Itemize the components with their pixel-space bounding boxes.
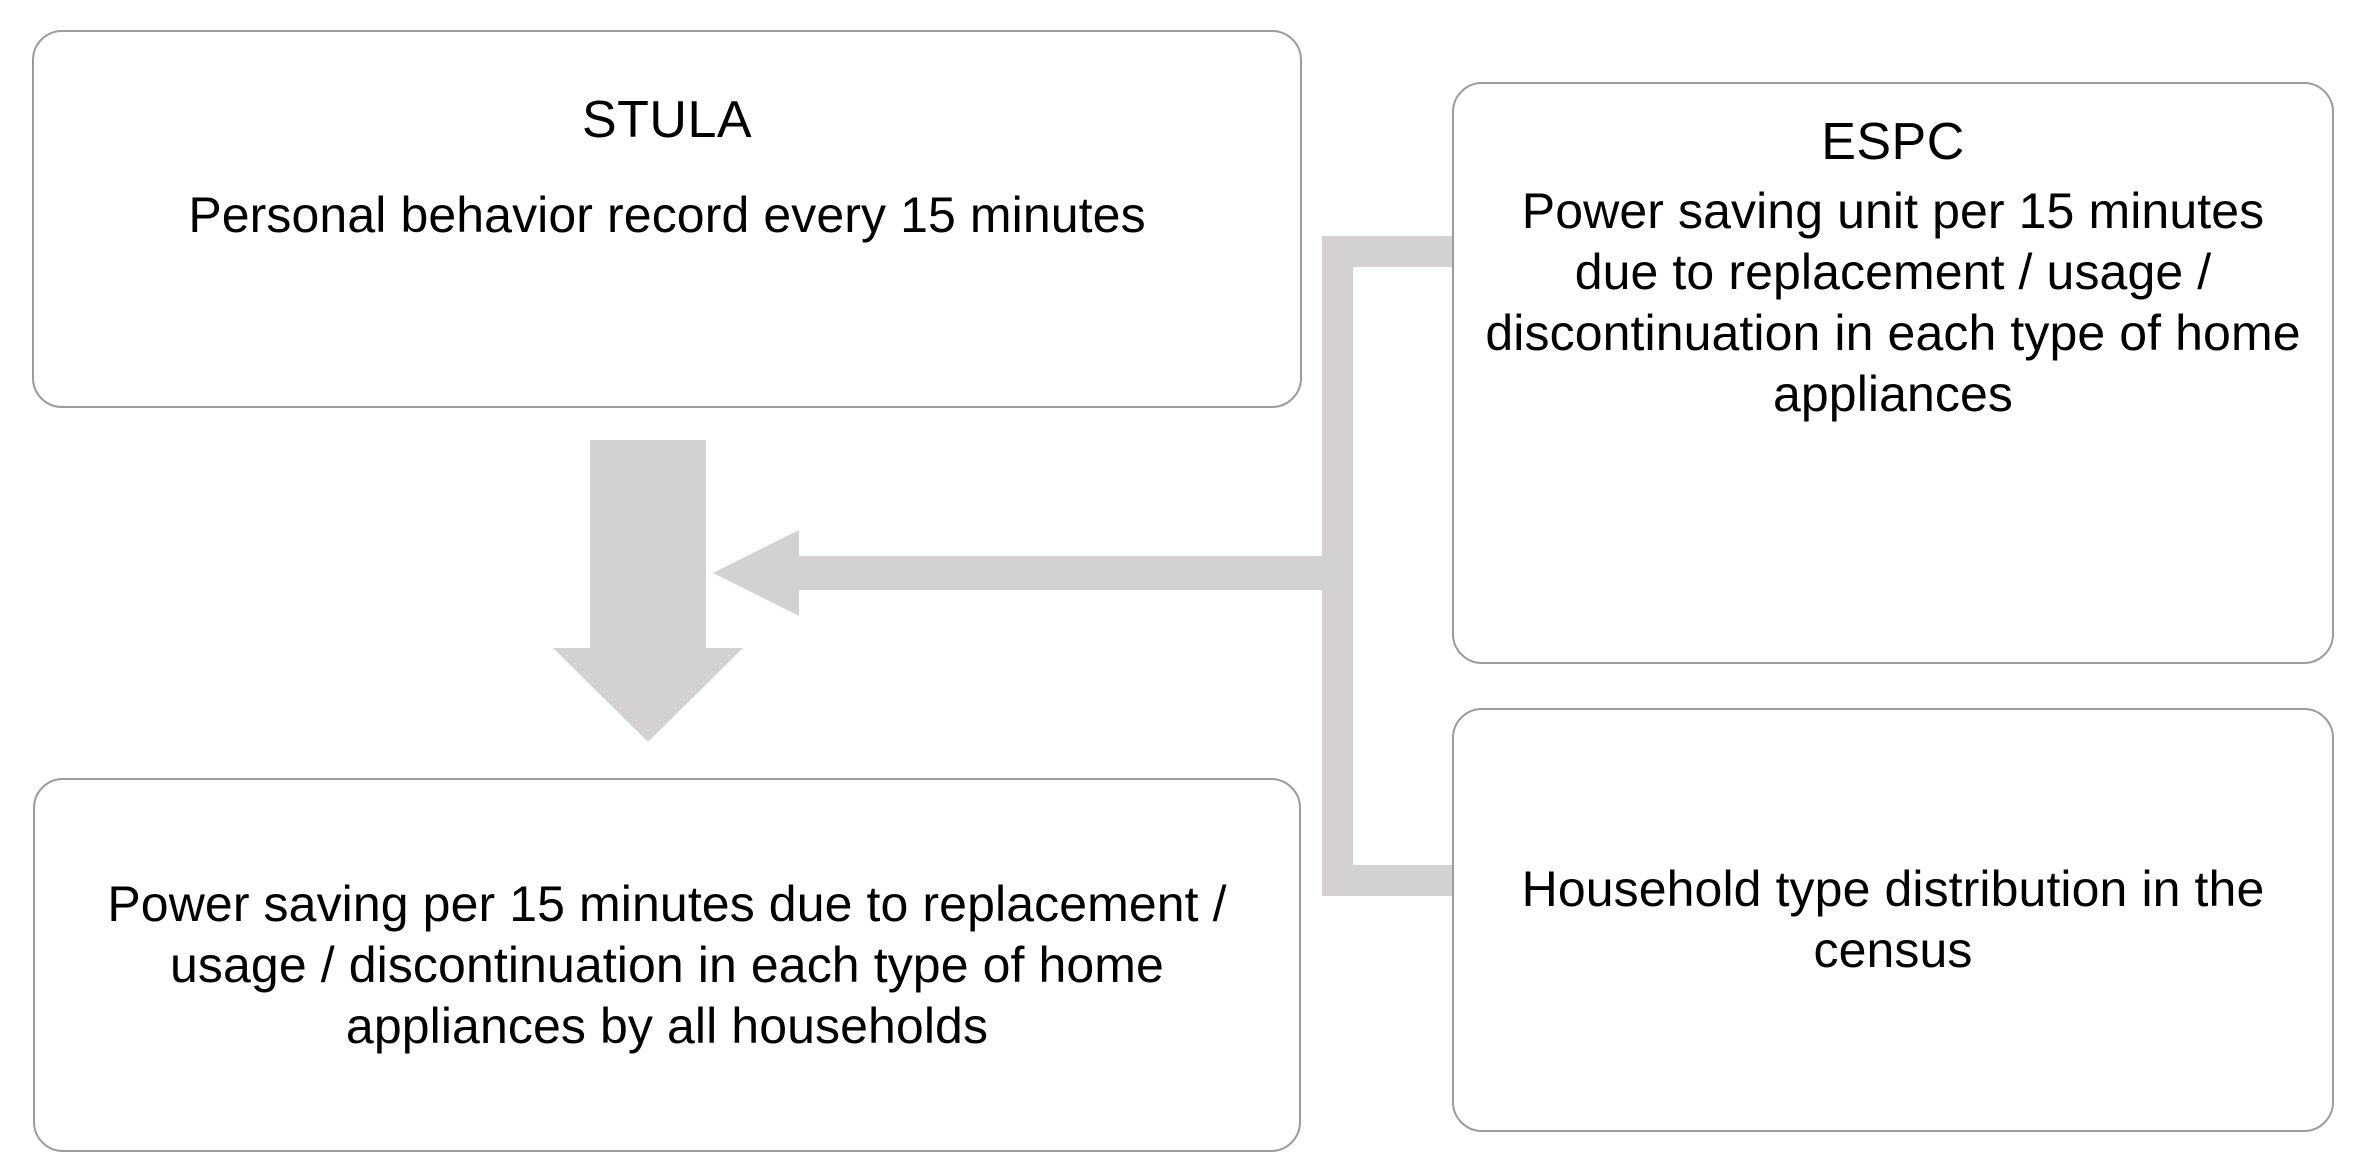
node-stula-title: STULA (581, 91, 753, 149)
node-output-body: Power saving per 15 minutes due to repla… (107, 875, 1227, 1054)
node-espc-title: ESPC (1821, 113, 1965, 171)
down-arrow-icon (553, 440, 743, 742)
connector-branch-to-household (1322, 865, 1472, 896)
connector-merge-arrow-shaft (795, 556, 1328, 590)
connector-branch-to-espc (1322, 236, 1472, 267)
node-stula-body: Personal behavior record every 15 minute… (188, 187, 1146, 244)
node-espc[interactable]: ESPC Power saving unit per 15 minutes du… (1452, 82, 2334, 664)
node-stula[interactable]: STULA Personal behavior record every 15 … (32, 30, 1302, 408)
node-output[interactable]: Power saving per 15 minutes due to repla… (33, 778, 1301, 1152)
node-household[interactable]: Household type distribution in the censu… (1452, 708, 2334, 1132)
left-arrow-icon (713, 530, 799, 616)
node-household-body: Household type distribution in the censu… (1521, 861, 2265, 978)
node-espc-body: Power saving unit per 15 minutes due to … (1485, 183, 2301, 423)
